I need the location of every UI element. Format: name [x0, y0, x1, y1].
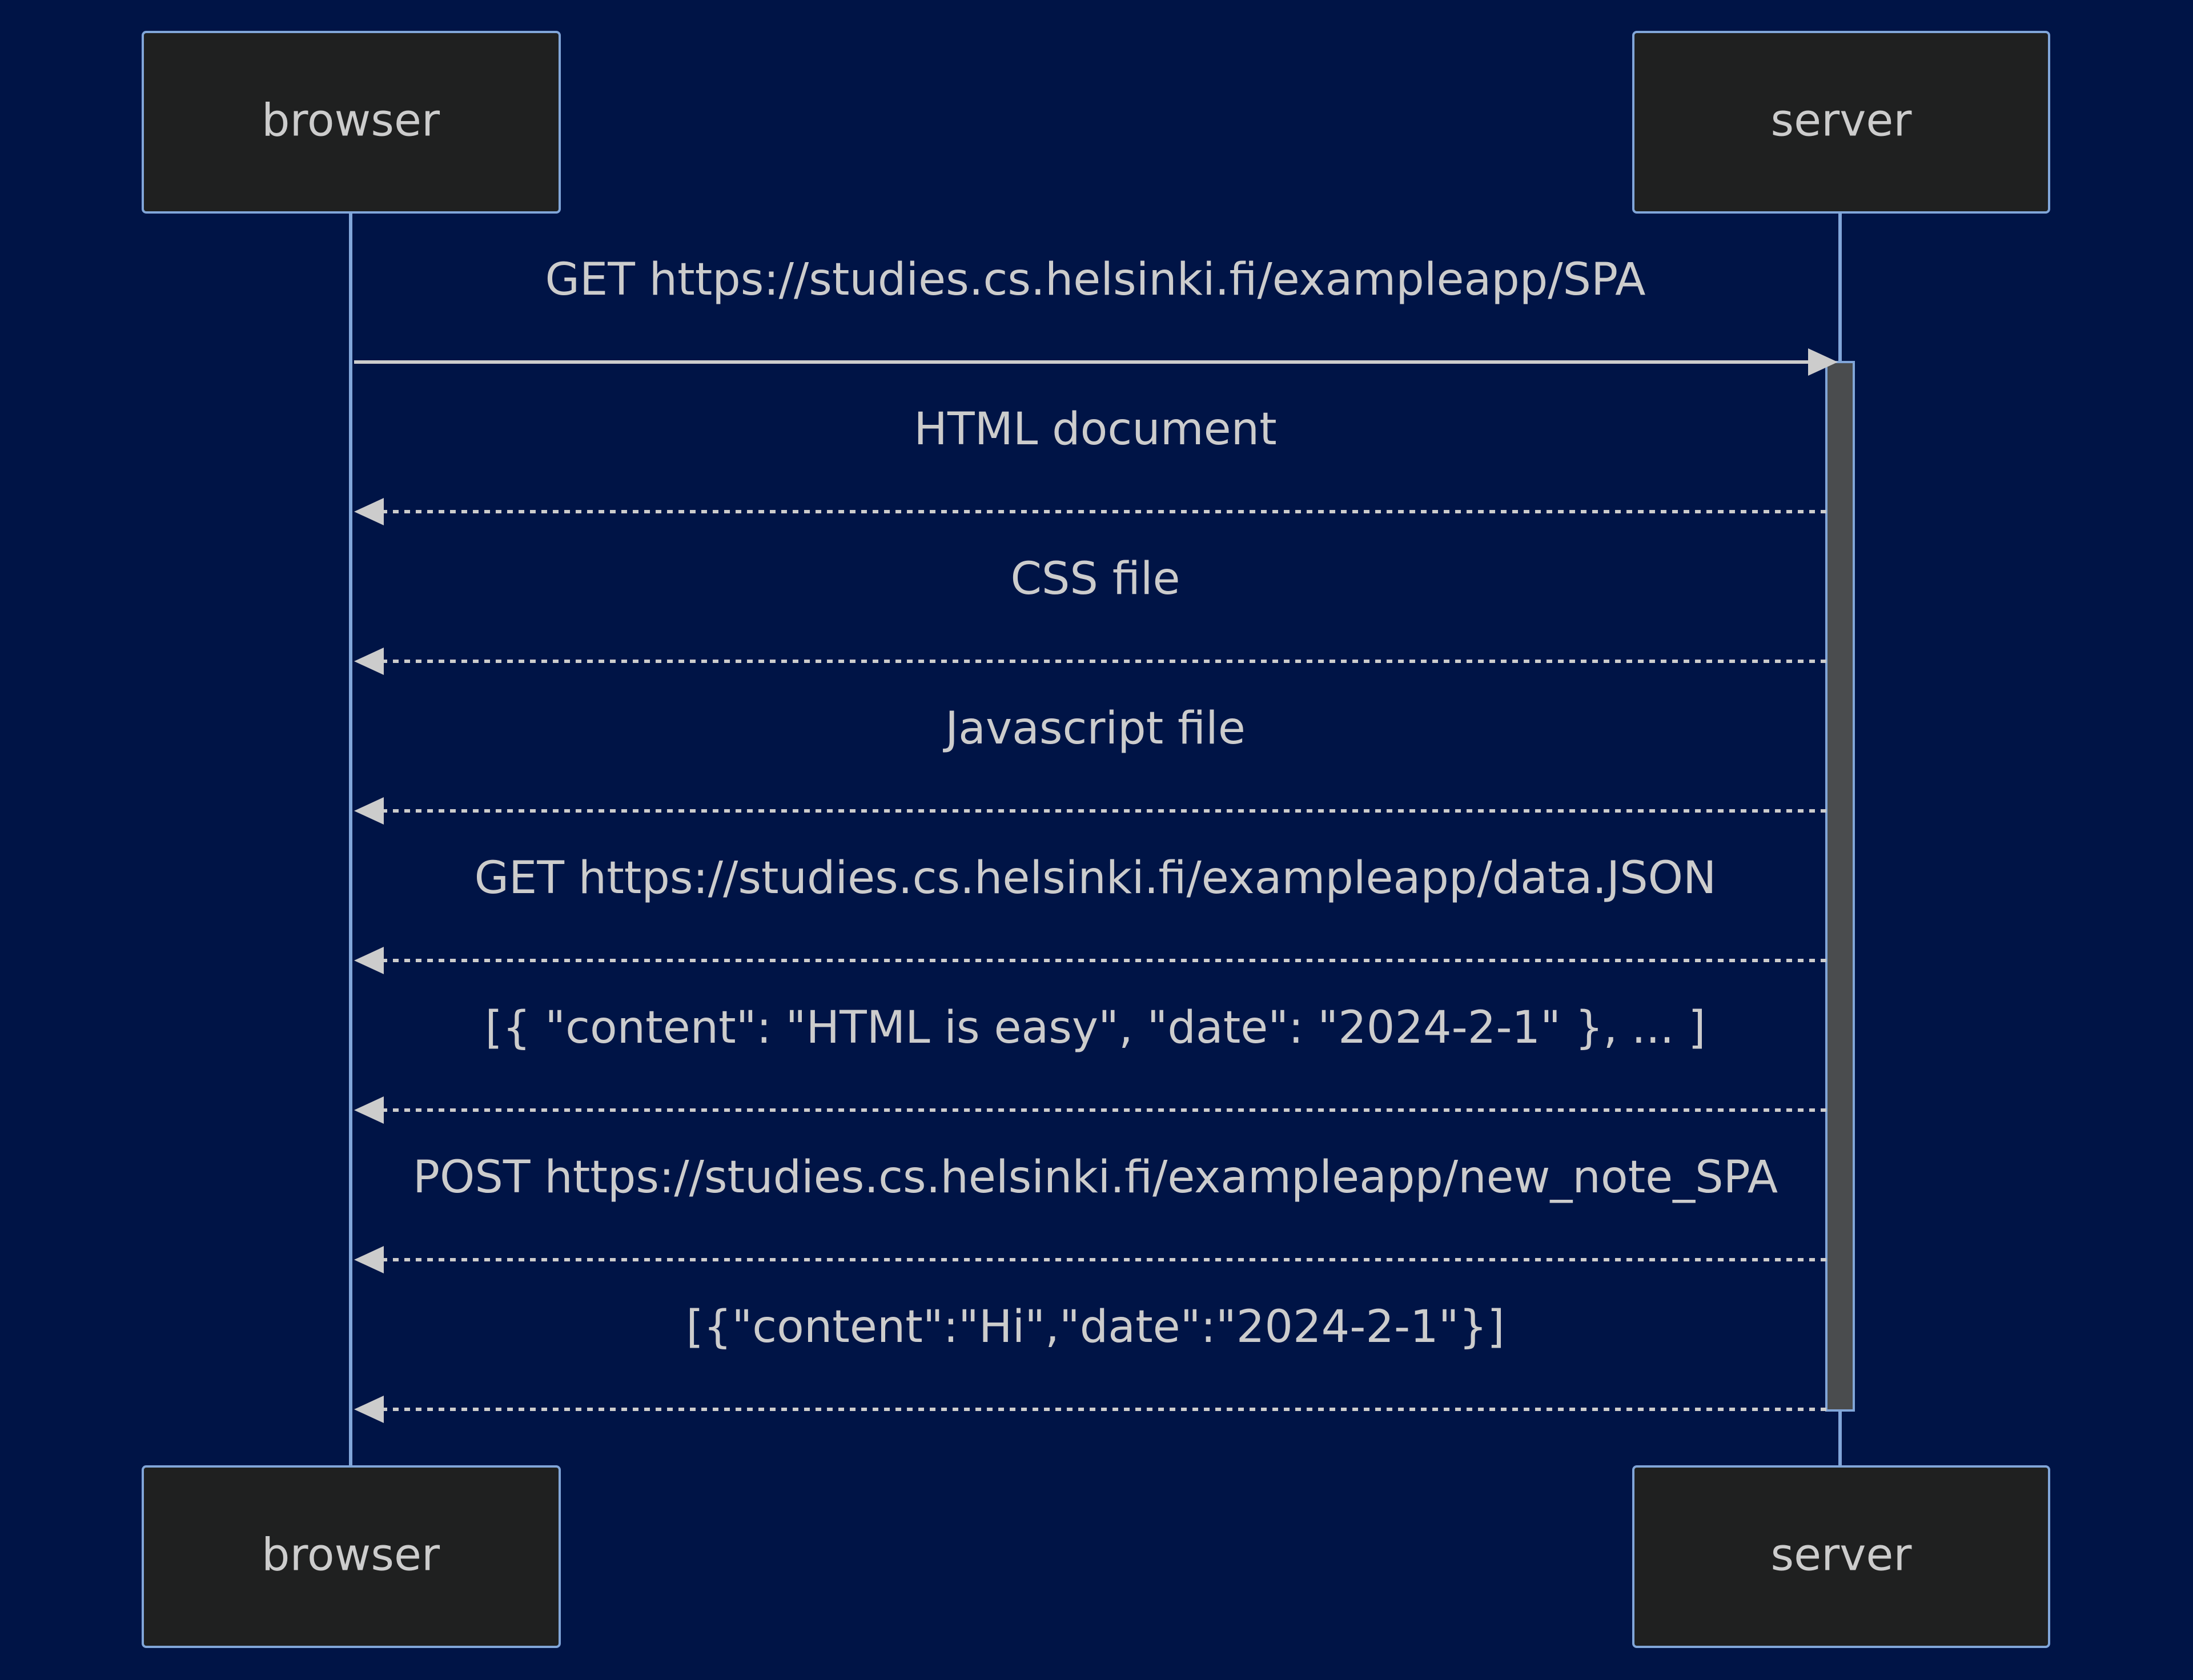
message-0: GET https://studies.cs.helsinki.fi/examp…	[354, 254, 1838, 376]
message-label: CSS file	[1010, 553, 1180, 605]
arrow-head-icon	[1808, 348, 1838, 376]
actor-browser-bottom: browser	[142, 1465, 561, 1648]
arrow-head-icon	[354, 648, 384, 675]
actor-browser-top: browser	[142, 31, 561, 214]
actor-server-top: server	[1632, 31, 2050, 214]
actor-label-browser-top: browser	[262, 95, 440, 146]
server-activation-bar	[1825, 361, 1855, 1412]
arrow-head-icon	[354, 1396, 384, 1423]
arrow-head-icon	[354, 1246, 384, 1273]
message-6: POST https://studies.cs.helsinki.fi/exam…	[354, 1152, 1826, 1273]
actor-label-server-top: server	[1771, 95, 1913, 146]
arrow-head-icon	[354, 1096, 384, 1124]
messages-group: GET https://studies.cs.helsinki.fi/examp…	[354, 254, 1838, 1423]
message-label: GET https://studies.cs.helsinki.fi/examp…	[545, 254, 1646, 306]
message-3: Javascript file	[354, 703, 1826, 825]
arrow-head-icon	[354, 498, 384, 525]
message-label: HTML document	[914, 404, 1276, 455]
actor-label-server-bottom: server	[1771, 1529, 1913, 1581]
message-label: [{"content":"Hi","date":"2024-2-1"}]	[686, 1301, 1504, 1353]
message-4: GET https://studies.cs.helsinki.fi/examp…	[354, 853, 1826, 974]
actor-label-browser-bottom: browser	[262, 1529, 440, 1581]
actor-server-bottom: server	[1632, 1465, 2050, 1648]
message-label: [{ "content": "HTML is easy", "date": "2…	[485, 1002, 1705, 1054]
arrow-head-icon	[354, 797, 384, 825]
message-2: CSS file	[354, 553, 1826, 675]
message-label: GET https://studies.cs.helsinki.fi/examp…	[475, 853, 1717, 904]
message-7: [{"content":"Hi","date":"2024-2-1"}]	[354, 1301, 1826, 1423]
message-label: Javascript file	[942, 703, 1246, 754]
message-1: HTML document	[354, 404, 1826, 525]
message-5: [{ "content": "HTML is easy", "date": "2…	[354, 1002, 1826, 1124]
arrow-head-icon	[354, 947, 384, 974]
message-label: POST https://studies.cs.helsinki.fi/exam…	[413, 1152, 1778, 1203]
